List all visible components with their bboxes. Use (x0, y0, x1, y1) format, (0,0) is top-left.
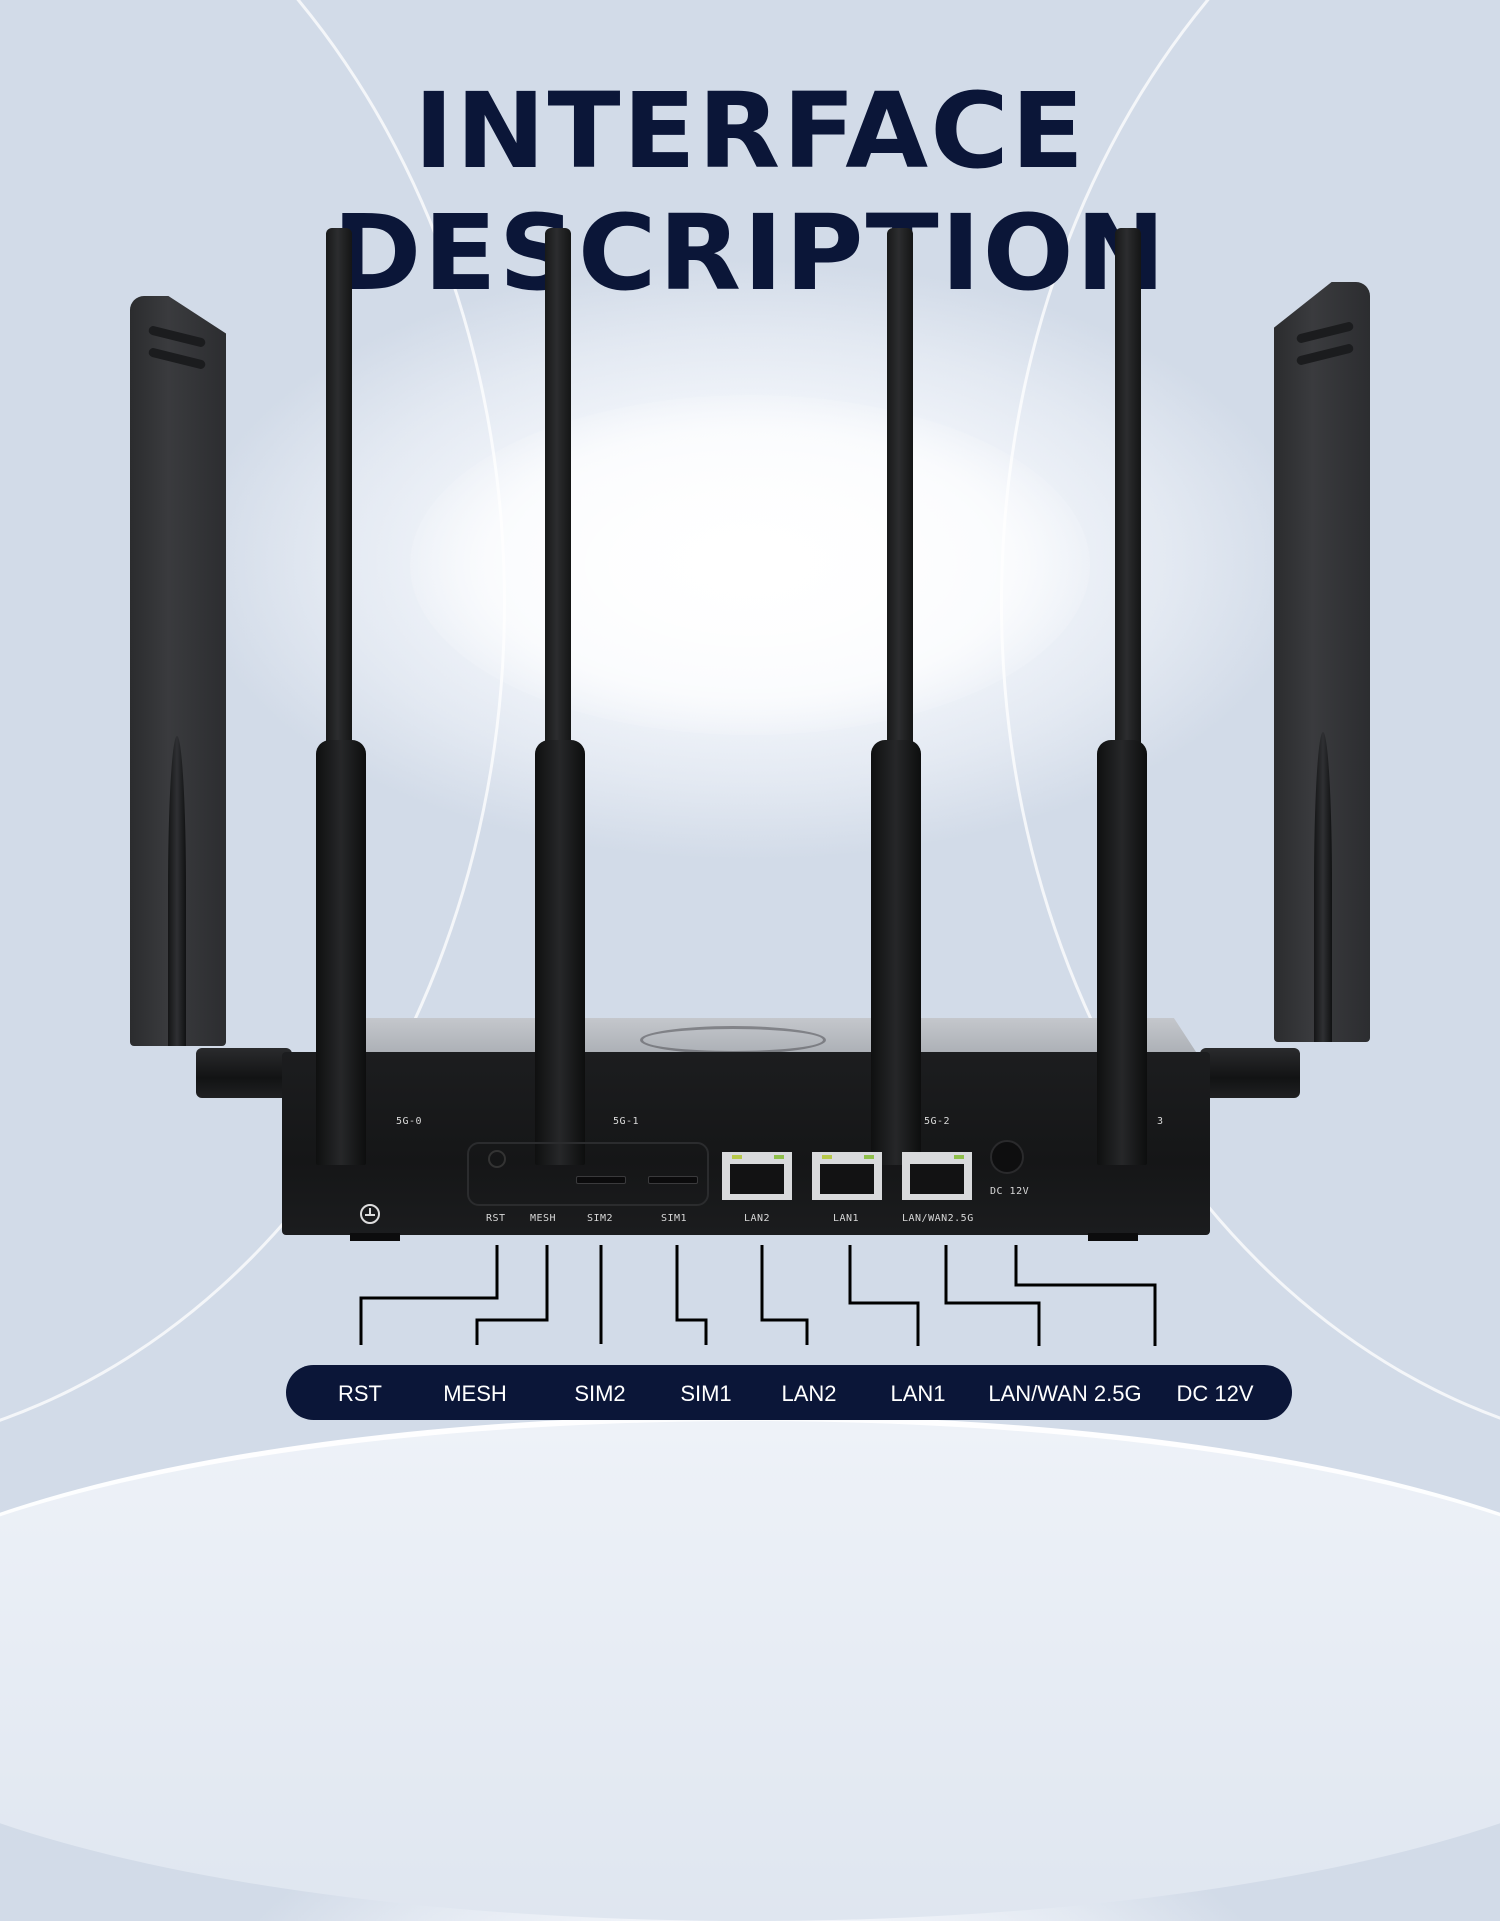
label-lan1: LAN1 (890, 1381, 946, 1406)
whip-antenna-2-base (535, 740, 585, 1165)
label-sim2: SIM2 (574, 1381, 626, 1406)
label-rst: RST (338, 1381, 382, 1406)
whip-antenna-3 (887, 228, 913, 748)
led-left-icon (822, 1155, 832, 1159)
page-title: INTERFACE DESCRIPTION (332, 70, 1168, 314)
router-foot-right (1088, 1233, 1138, 1241)
leader-rst (359, 1245, 499, 1345)
router-foot-left (350, 1233, 400, 1241)
antenna-connector-left (196, 1048, 292, 1098)
router-body (282, 1052, 1210, 1235)
silk-sim2: SIM2 (587, 1213, 614, 1224)
label-dc-12v: DC 12V (1176, 1381, 1254, 1406)
antenna-label-5g-1: 5G-1 (613, 1116, 640, 1127)
silk-dc-12v: DC 12V (990, 1186, 1030, 1197)
label-lan-wan-2-5g: LAN/WAN 2.5G (988, 1381, 1142, 1406)
sim1-slot[interactable] (648, 1176, 698, 1184)
led-right-icon (774, 1155, 784, 1159)
whip-antenna-3-base (871, 740, 921, 1165)
antenna-label-5g-3: 3 (1157, 1116, 1164, 1127)
antenna-label-5g-2: 5G-2 (924, 1116, 951, 1127)
silk-sim1: SIM1 (661, 1213, 688, 1224)
label-mesh: MESH (443, 1381, 507, 1406)
whip-antenna-2 (545, 228, 571, 748)
led-right-icon (954, 1155, 964, 1159)
whip-antenna-1-base (316, 740, 366, 1165)
led-right-icon (864, 1155, 874, 1159)
silk-lan-wan: LAN/WAN2.5G (902, 1213, 974, 1224)
antenna-label-5g-0: 5G-0 (396, 1116, 423, 1127)
paddle-antenna-left (130, 296, 226, 1046)
leader-sim1 (675, 1245, 708, 1345)
whip-antenna-1 (326, 228, 352, 748)
silk-lan1: LAN1 (833, 1213, 860, 1224)
label-lan2: LAN2 (781, 1381, 837, 1406)
interface-label-bar (286, 1365, 1292, 1420)
silk-lan2: LAN2 (744, 1213, 771, 1224)
lan-wan-2-5g-port[interactable] (902, 1152, 972, 1200)
leader-lan2 (760, 1245, 809, 1345)
dc-jack-icon[interactable] (990, 1140, 1024, 1174)
leader-mesh (475, 1245, 549, 1345)
paddle-antenna-right (1274, 282, 1370, 1042)
whip-antenna-4-base (1097, 740, 1147, 1165)
antenna-connector-right (1200, 1048, 1300, 1098)
rj45-port-icon (820, 1164, 874, 1194)
reset-hole-icon[interactable] (488, 1150, 506, 1168)
leader-lines (359, 1245, 1157, 1346)
rj45-port-icon (910, 1164, 964, 1194)
label-sim1: SIM1 (680, 1381, 732, 1406)
leader-lan1 (848, 1245, 920, 1346)
silk-rst: RST (486, 1213, 506, 1224)
led-left-icon (732, 1155, 742, 1159)
rj45-port-icon (730, 1164, 784, 1194)
whip-antenna-4 (1115, 228, 1141, 748)
lan2-port[interactable] (722, 1152, 792, 1200)
sim-panel (467, 1142, 709, 1206)
leader-dc-12v (1014, 1245, 1157, 1346)
leader-lan-wan (944, 1245, 1041, 1346)
ground-symbol-icon (360, 1204, 380, 1224)
silk-mesh: MESH (530, 1213, 557, 1224)
sim2-slot[interactable] (576, 1176, 626, 1184)
lan1-port[interactable] (812, 1152, 882, 1200)
